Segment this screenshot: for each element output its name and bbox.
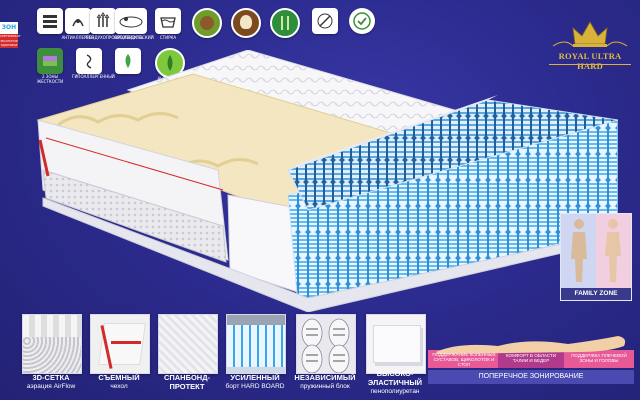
crown-icon: [552, 21, 628, 47]
latex-icon: [231, 8, 261, 38]
zone-mid-text: КОМФОРТ В ОБЛАСТИ ТАЛИИ И БЕДЕР: [505, 353, 557, 363]
washable-caption: СТИРКА: [159, 35, 177, 40]
feature-5-title: НЕЗАВИСИМЫЙ: [294, 373, 356, 382]
eco-quality-icon: [349, 8, 375, 34]
hypoallergenic-caption: ГИПОАЛЛЕРГЕННЫЙ: [72, 74, 115, 79]
antibacterial-icon: [312, 8, 338, 34]
feature-1-sub: аэрация AirFlow: [26, 383, 76, 390]
orthopedic-caption: ОРТОПЕДИЧЕСКИЙ: [114, 35, 154, 40]
zoning-panel: ПОДДЕРЖАНИЕ КОЛЕННЫХ СУСТАВОВ, ЩИКОЛОТОК…: [428, 328, 634, 394]
feature-2-sub: чехол: [110, 383, 128, 390]
feature-removable-cover-thumb: [90, 314, 150, 374]
cert-line1: ЗОН: [0, 22, 18, 34]
hypoallergenic-icon: [76, 48, 102, 74]
mattress-illustration: [36, 50, 618, 312]
breathable-caption: ВОЗДУХОПРОНИЦАЕМОСТЬ: [86, 35, 144, 40]
reclining-body-icon: [428, 336, 634, 368]
zoning-caption: ПОПЕРЕЧНОЕ ЗОНИРОВАНИЕ: [428, 370, 634, 384]
brand-logo: ROYAL ULTRA HARD: [545, 18, 635, 71]
aloe-vera-icon: [115, 48, 141, 74]
two-zones-caption: 2 ЗОНЫ ЖЕСТКОСТИ: [36, 74, 64, 84]
certificate-badge: ЗОН СЕРТИФИКАТ ЭКОЛОГИЯ ЗДОРОВЬЕ: [0, 22, 21, 48]
coconut-icon: [192, 8, 222, 38]
feature-2-title: СЪЕМНЫЙ: [98, 373, 140, 382]
feature-6-title: ВЫСОКО- ЭЛАСТИЧНЫЙ: [367, 369, 423, 387]
feature-elastic-foam-thumb: [366, 314, 426, 374]
zone-left-text: ПОДДЕРЖАНИЕ КОЛЕННЫХ СУСТАВОВ, ЩИКОЛОТОК…: [432, 352, 496, 367]
cert-line2: СЕРТИФИКАТ: [0, 34, 21, 39]
human-silhouettes-icon: [571, 219, 621, 282]
feature-pocket-springs-thumb: [296, 314, 356, 374]
mattress-layers-icon: [37, 8, 63, 34]
family-zone-panel: FAMILY ZONE: [560, 213, 632, 301]
bamboo-icon: [270, 8, 300, 38]
washable-cover-icon: [155, 8, 181, 34]
orthopedic-icon: [115, 8, 147, 34]
two-zones-icon: [37, 48, 63, 74]
zone-right-text: ПОДДЕРЖКА ПЛЕЧЕВОЙ ЗОНЫ И ГОЛОВЫ: [571, 353, 627, 363]
feature-hard-board-thumb: [226, 314, 286, 374]
feature-3d-mesh-thumb: [22, 314, 82, 374]
breathable-icon: [90, 8, 116, 34]
feature-4-sub: борт HARD BOARD: [225, 383, 285, 390]
feature-spunbond-thumb: [158, 314, 218, 374]
feature-5-sub: пружинный блок: [300, 383, 350, 390]
feature-3-title: СПАНБОНД- ПРОТЕКТ: [163, 373, 211, 391]
cert-line3: ЭКОЛОГИЯ: [0, 38, 18, 43]
family-zone-label: FAMILY ZONE: [561, 288, 631, 300]
feature-1-title: 3D-СЕТКА: [32, 373, 70, 382]
cert-line4: ЗДОРОВЬЕ: [0, 43, 18, 48]
feature-4-title: УСИЛЕННЫЙ: [230, 373, 280, 382]
antistatic-icon: [65, 8, 91, 34]
feature-6-sub: пенополиуретан: [370, 388, 420, 395]
brand-name: ROYAL ULTRA HARD: [558, 51, 622, 71]
antistatic-caption: АНТИАЛЛЕРГЕН: [61, 35, 95, 40]
